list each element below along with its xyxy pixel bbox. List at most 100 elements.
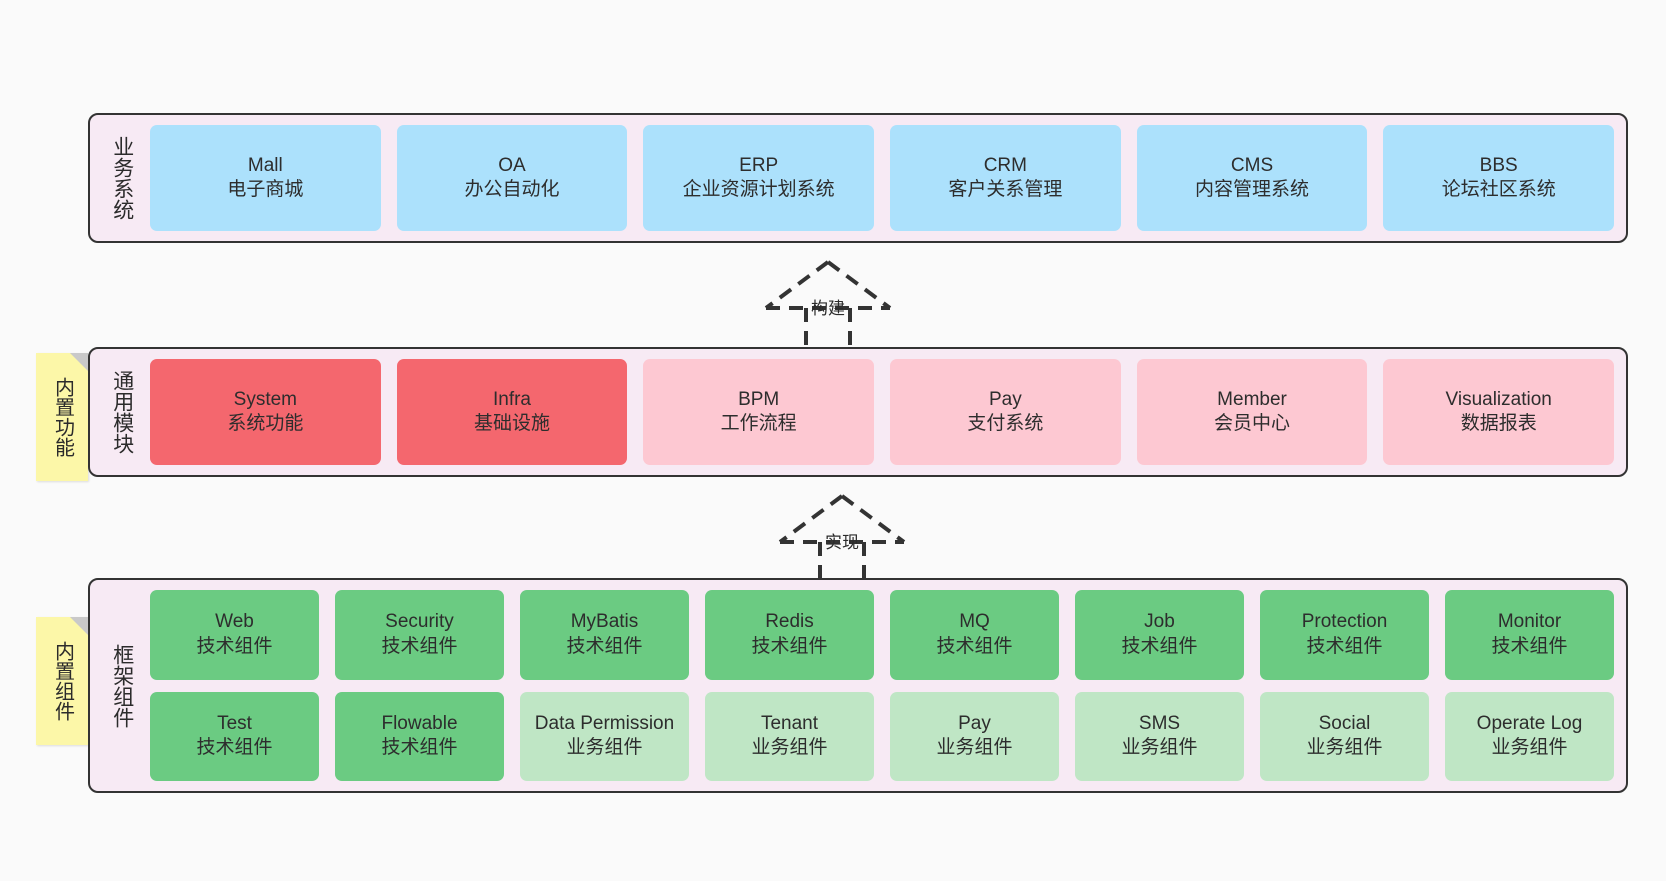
node-subtitle: 技术组件: [566, 635, 643, 657]
node-web[interactable]: Web 技术组件: [150, 590, 319, 680]
sticky-note-builtin-features: 内置功能: [36, 353, 88, 481]
node-title: BBS: [1479, 154, 1518, 176]
node-subtitle: 技术组件: [1121, 635, 1198, 657]
connector-implement-label: 实现: [825, 533, 859, 552]
node-job[interactable]: Job 技术组件: [1075, 590, 1244, 680]
node-title: MyBatis: [570, 611, 639, 633]
connector-implement: 实现: [762, 492, 922, 588]
layer-business-system-label: 业务系统: [110, 136, 134, 220]
node-mq[interactable]: MQ 技术组件: [890, 590, 1059, 680]
node-subtitle: 技术组件: [196, 737, 273, 759]
node-title: Monitor: [1497, 611, 1562, 633]
node-flowable[interactable]: Flowable 技术组件: [335, 691, 504, 781]
node-subtitle: 业务组件: [1121, 737, 1198, 759]
node-subtitle: 客户关系管理: [948, 179, 1063, 200]
node-subtitle: 业务组件: [936, 737, 1013, 759]
layer-common-module-body: System 系统功能 Infra 基础设施 BPM 工作流程 Pay 支付系统…: [142, 359, 1615, 465]
node-system[interactable]: System 系统功能: [150, 359, 381, 465]
node-subtitle: 会员中心: [1214, 413, 1291, 434]
node-row: Web 技术组件 Security 技术组件 MyBatis 技术组件 Redi…: [150, 590, 1614, 680]
connector-build: 构建: [748, 258, 908, 354]
node-infra[interactable]: Infra 基础设施: [396, 359, 628, 465]
node-title: Mall: [247, 154, 283, 176]
node-operate-log[interactable]: Operate Log 业务组件: [1445, 691, 1614, 781]
node-title: Pay: [988, 388, 1022, 410]
node-title: CMS: [1230, 154, 1274, 176]
node-title: Redis: [765, 611, 814, 633]
node-title: Flowable: [381, 712, 458, 734]
node-title: MQ: [959, 611, 990, 633]
node-title: Member: [1217, 388, 1287, 410]
node-cms[interactable]: CMS 内容管理系统: [1136, 125, 1368, 231]
node-bbs[interactable]: BBS 论坛社区系统: [1383, 125, 1615, 231]
node-pay-module[interactable]: Pay 支付系统: [890, 359, 1121, 465]
node-oa[interactable]: OA 办公自动化: [396, 125, 628, 231]
node-subtitle: 基础设施: [474, 413, 551, 434]
node-bpm[interactable]: BPM 工作流程: [643, 359, 875, 465]
node-title: Infra: [492, 388, 532, 410]
sticky-note-label: 内置功能: [51, 377, 74, 457]
node-crm[interactable]: CRM 客户关系管理: [890, 125, 1121, 231]
node-sms[interactable]: SMS 业务组件: [1075, 691, 1244, 781]
node-subtitle: 系统功能: [227, 413, 304, 434]
node-security[interactable]: Security 技术组件: [335, 590, 504, 680]
layer-common-module: 通用模块 System 系统功能 Infra 基础设施 BPM 工作流程 Pay…: [88, 347, 1628, 477]
layer-common-module-label: 通用模块: [110, 370, 134, 454]
node-title: Visualization: [1445, 388, 1552, 410]
node-member[interactable]: Member 会员中心: [1136, 359, 1368, 465]
node-subtitle: 技术组件: [196, 635, 273, 657]
layer-framework-component: 框架组件 Web 技术组件 Security 技术组件 MyBatis 技术组件…: [88, 578, 1628, 793]
node-data-permission[interactable]: Data Permission 业务组件: [520, 691, 689, 781]
node-title: Protection: [1301, 611, 1388, 633]
node-title: Security: [385, 611, 454, 633]
node-subtitle: 企业资源计划系统: [682, 179, 835, 200]
node-erp[interactable]: ERP 企业资源计划系统: [643, 125, 875, 231]
node-mall[interactable]: Mall 电子商城: [150, 125, 381, 231]
node-subtitle: 论坛社区系统: [1441, 179, 1556, 200]
node-row: System 系统功能 Infra 基础设施 BPM 工作流程 Pay 支付系统…: [150, 359, 1615, 465]
node-subtitle: 工作流程: [720, 413, 797, 434]
sticky-note-builtin-components: 内置组件: [36, 617, 88, 745]
node-subtitle: 技术组件: [381, 737, 458, 759]
node-row: Mall 电子商城 OA 办公自动化 ERP 企业资源计划系统 CRM 客户关系…: [150, 125, 1615, 231]
node-subtitle: 技术组件: [751, 635, 828, 657]
connector-build-label: 构建: [811, 299, 845, 318]
node-title: Test: [217, 712, 252, 734]
layer-business-system: 业务系统 Mall 电子商城 OA 办公自动化 ERP 企业资源计划系统 CRM…: [88, 113, 1628, 243]
node-subtitle: 电子商城: [227, 179, 304, 200]
node-title: BPM: [738, 388, 780, 410]
node-protection[interactable]: Protection 技术组件: [1260, 590, 1429, 680]
node-mybatis[interactable]: MyBatis 技术组件: [520, 590, 689, 680]
layer-framework-component-label: 框架组件: [110, 643, 134, 728]
node-redis[interactable]: Redis 技术组件: [705, 590, 874, 680]
node-subtitle: 业务组件: [566, 737, 643, 759]
node-subtitle: 支付系统: [967, 413, 1044, 434]
node-subtitle: 技术组件: [381, 635, 458, 657]
node-subtitle: 技术组件: [1306, 635, 1383, 657]
node-subtitle: 数据报表: [1460, 413, 1537, 434]
node-title: Pay: [958, 712, 991, 734]
node-row: Test 技术组件 Flowable 技术组件 Data Permission …: [150, 691, 1614, 781]
node-subtitle: 业务组件: [1306, 737, 1383, 759]
node-pay-component[interactable]: Pay 业务组件: [890, 691, 1059, 781]
node-subtitle: 办公自动化: [464, 179, 560, 200]
node-test[interactable]: Test 技术组件: [150, 691, 319, 781]
node-visualization[interactable]: Visualization 数据报表: [1383, 359, 1615, 465]
sticky-note-label: 内置组件: [51, 641, 74, 721]
node-title: Data Permission: [534, 712, 675, 734]
node-title: ERP: [739, 154, 779, 176]
node-title: CRM: [983, 154, 1027, 176]
node-subtitle: 业务组件: [751, 737, 828, 759]
node-subtitle: 技术组件: [1491, 635, 1568, 657]
node-subtitle: 业务组件: [1491, 737, 1568, 759]
node-subtitle: 内容管理系统: [1195, 179, 1310, 200]
node-tenant[interactable]: Tenant 业务组件: [705, 691, 874, 781]
node-title: Operate Log: [1476, 712, 1583, 734]
node-title: Job: [1144, 611, 1175, 633]
layer-business-system-body: Mall 电子商城 OA 办公自动化 ERP 企业资源计划系统 CRM 客户关系…: [142, 125, 1615, 231]
node-monitor[interactable]: Monitor 技术组件: [1445, 590, 1614, 680]
node-title: Tenant: [760, 712, 819, 734]
node-title: System: [233, 388, 298, 410]
node-social[interactable]: Social 业务组件: [1260, 691, 1429, 781]
